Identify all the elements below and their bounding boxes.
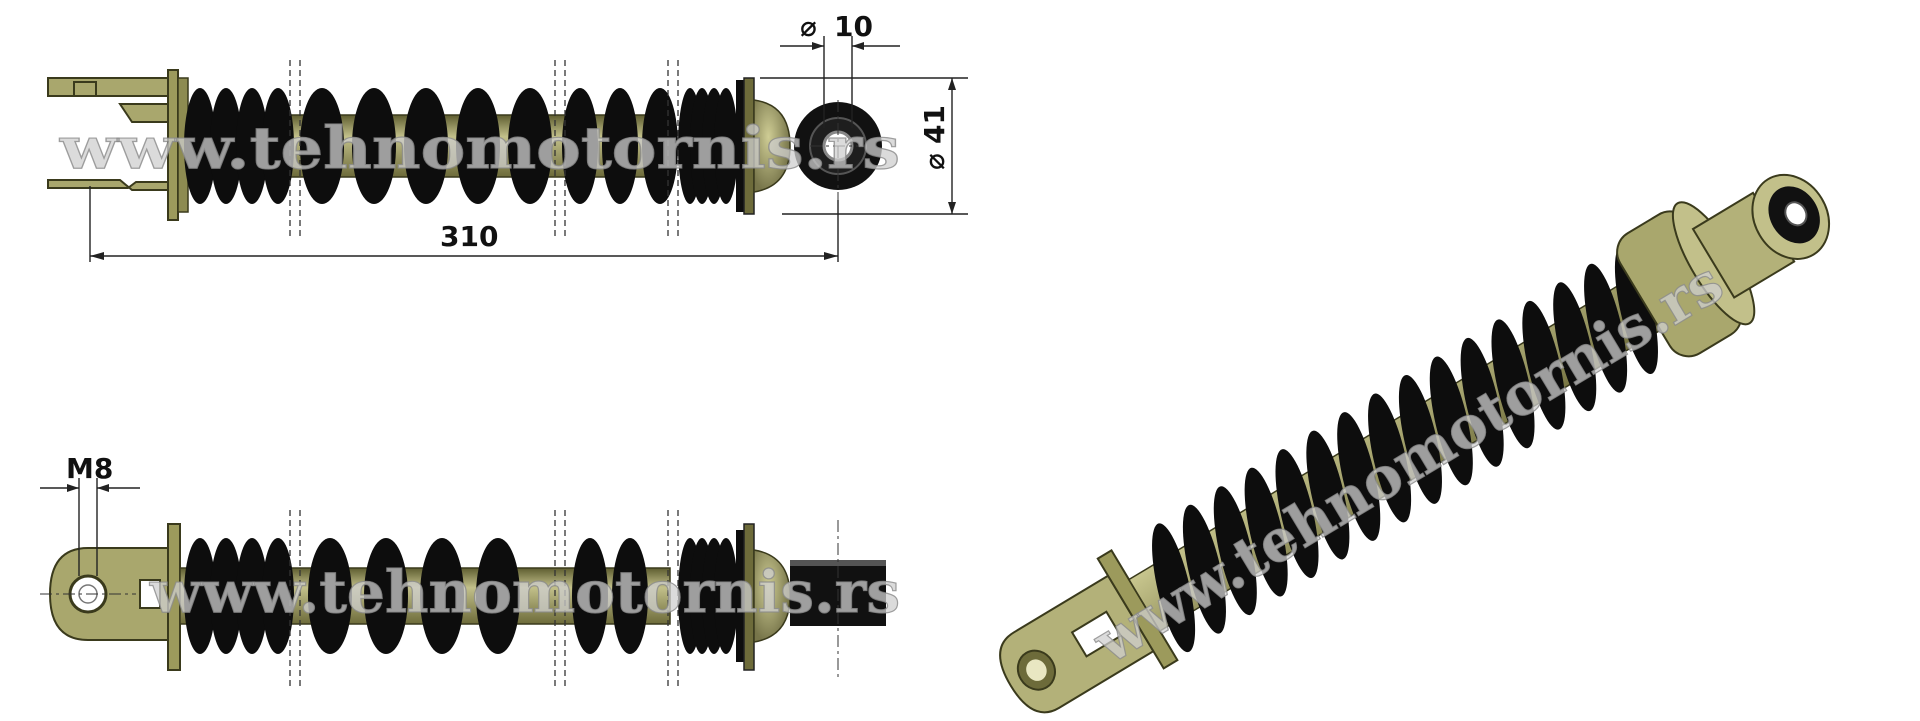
spring-coil (420, 538, 464, 654)
iso-coil-spring (1152, 245, 1658, 653)
spring-coil (612, 538, 648, 654)
spring-coil (352, 88, 396, 204)
spring-coil (1152, 523, 1196, 653)
side-view (40, 510, 886, 686)
spring-coil (1584, 263, 1628, 393)
dimension-body-diameter: ⌀ 41 (760, 77, 968, 215)
spring-coil (184, 538, 216, 654)
spring-coil (1491, 319, 1535, 449)
spring-coil (236, 538, 268, 654)
spring-coil (210, 538, 242, 654)
spring-coil (1398, 375, 1442, 504)
dimension-thread: M8 (40, 452, 140, 576)
spring-coil (602, 88, 638, 204)
spring-coil (714, 538, 738, 654)
spring-coil (1244, 467, 1288, 597)
spring-coil (262, 538, 294, 654)
spring-coil (476, 538, 520, 654)
watermark-iso: www.tehnomotornis.rs (1081, 248, 1734, 678)
thread-label: M8 (66, 452, 113, 485)
spring-coil (308, 538, 352, 654)
spring-coil (642, 88, 678, 204)
top-mount-cap (743, 77, 791, 215)
spring-coil (404, 88, 448, 204)
watermark-top: www.tehnomotornis.rs (59, 114, 900, 182)
spring-coil (1213, 486, 1257, 616)
overall-length-value: 310 (440, 220, 498, 253)
spring-coil (1522, 300, 1566, 430)
pin-diameter-value: 10 (834, 10, 873, 43)
iso-fork (999, 549, 1179, 714)
top-bushing-eye (794, 100, 882, 200)
spring-coil (300, 88, 344, 204)
coil-spring-side (184, 530, 746, 662)
spring-coil (236, 88, 268, 204)
spring-coil (262, 88, 294, 204)
spring-coil (508, 88, 552, 204)
iso-top-cap (1616, 173, 1831, 358)
spring-coil (572, 538, 608, 654)
spring-coil (456, 88, 500, 204)
coil-spring (184, 80, 746, 212)
top-view (47, 60, 882, 236)
watermark-side: www.tehnomotornis.rs (149, 558, 900, 626)
spring-end-coil (736, 80, 746, 212)
spring-coil (1275, 449, 1319, 578)
spring-end-coil (736, 530, 746, 662)
isometric-view (999, 173, 1831, 714)
spring-coil (1614, 245, 1658, 375)
body-diameter-symbol: ⌀ (918, 153, 951, 170)
spring-coil (1460, 337, 1504, 467)
spring-coil (1429, 356, 1473, 486)
pin-diameter-symbol: ⌀ (800, 10, 817, 43)
spring-coil (210, 88, 242, 204)
spring-coil (184, 88, 216, 204)
body-diameter-value: 41 (918, 105, 951, 144)
dimension-pin-diameter: ⌀ 10 (780, 10, 900, 128)
spring-coil (364, 538, 408, 654)
spring-coil (1337, 412, 1381, 541)
dimension-overall-length: 310 (89, 186, 839, 262)
spring-coil (1368, 393, 1412, 523)
top-mount-side (743, 520, 886, 680)
spring-coil (562, 88, 598, 204)
spring-coil (1182, 504, 1226, 634)
fork-bracket (47, 69, 189, 221)
spring-coil (714, 88, 738, 204)
spring-coil (1553, 282, 1597, 412)
spring-coil (1306, 430, 1350, 560)
